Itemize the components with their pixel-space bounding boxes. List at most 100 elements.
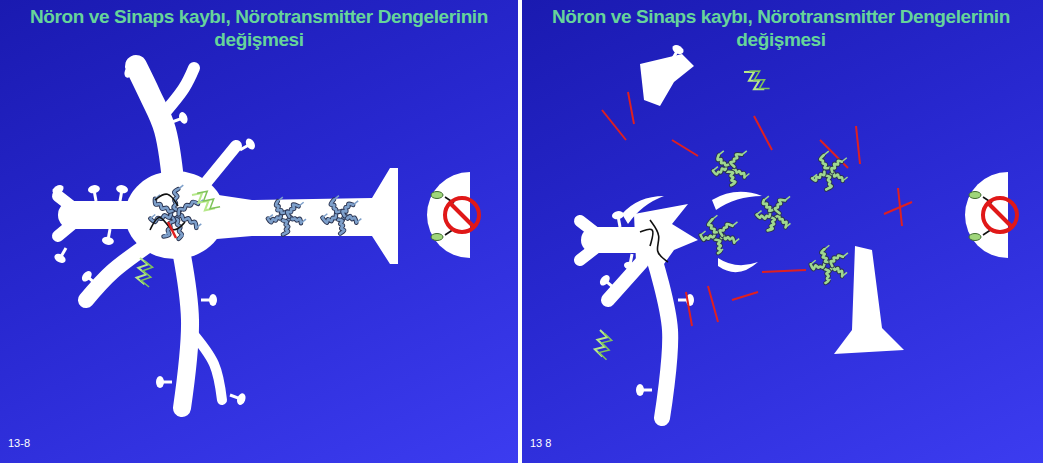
dendritic-spine — [123, 65, 135, 79]
dendrite — [580, 221, 598, 235]
tangle-strand — [283, 220, 289, 234]
dendrite — [580, 246, 598, 260]
tangle-strand — [301, 219, 306, 223]
slide-title: Nöron ve Sinaps kaybı, Nörotransmitter D… — [2, 5, 516, 51]
dendrite — [58, 221, 76, 236]
tangle-strand — [701, 234, 715, 240]
dendritic-spine — [235, 392, 247, 406]
damage-line — [762, 270, 806, 272]
tangle-strand — [824, 151, 829, 155]
tangle-strand — [727, 172, 735, 185]
tangle-strand — [811, 263, 825, 269]
dendrite — [160, 68, 194, 118]
amyloid-fibril — [749, 67, 769, 93]
damage-line — [602, 110, 626, 140]
tangle-strand — [831, 255, 843, 266]
tangle-strand — [283, 220, 289, 234]
slide-panel: Nöron ve Sinaps kaybı, Nörotransmitter D… — [522, 0, 1043, 463]
tangle-strand — [713, 167, 718, 171]
fibril — [168, 222, 176, 238]
dendritic-spine — [240, 146, 248, 151]
dendrite — [58, 196, 76, 210]
tangle-strand — [720, 224, 733, 236]
amyloid-fibril — [135, 258, 153, 287]
damage-line — [898, 188, 902, 226]
axon-fragment — [834, 246, 904, 354]
dendritic-spine — [672, 52, 677, 60]
dendritic-spine — [671, 43, 685, 56]
slide-title: Nöron ve Sinaps kaybı, Nörotransmitter D… — [524, 5, 1038, 51]
tangle-strand — [820, 155, 829, 168]
tangle-strand — [719, 151, 724, 155]
tangle-strand — [785, 223, 790, 227]
amyloid-fibril — [744, 65, 770, 95]
tangle-strand — [179, 202, 198, 215]
tangle-strand — [708, 219, 719, 232]
neurofibrillary-tangle — [268, 197, 306, 234]
tangle-strand — [812, 172, 824, 181]
tangle-strand — [322, 214, 327, 218]
tangle-strand — [775, 200, 785, 214]
fibril — [650, 220, 668, 262]
tangle-strand — [811, 263, 825, 269]
tangle-strand — [299, 202, 304, 206]
tangle-strand — [331, 200, 342, 213]
tangle-strand — [843, 177, 848, 181]
tangle-strand — [843, 253, 848, 257]
damage-line — [628, 92, 634, 124]
amyloid-fibril — [197, 188, 220, 213]
dendritic-spine — [53, 252, 67, 265]
dendritic-spine — [132, 73, 140, 76]
healthy-neuron — [51, 65, 479, 408]
prohibition-sign — [983, 198, 1017, 232]
dendritic-spine — [87, 184, 100, 194]
dendritic-spine — [115, 184, 128, 194]
tangle-strand — [757, 211, 762, 215]
tangle-strand — [775, 200, 785, 214]
tangle-strand — [164, 232, 169, 236]
tangle-strand — [742, 151, 747, 155]
tangle-strand — [718, 249, 723, 253]
tangle-strand — [155, 199, 174, 212]
tangle-strand — [811, 260, 816, 264]
receptor — [969, 192, 981, 199]
membrane-fragment — [622, 196, 664, 224]
damage-line — [754, 116, 772, 150]
neurofibrillary-tangle — [812, 151, 848, 189]
tangle-strand — [775, 216, 786, 228]
tangle-strand — [356, 219, 361, 223]
tangle-strand — [712, 215, 717, 219]
tangle-strand — [812, 174, 817, 178]
dendritic-spine — [201, 299, 210, 302]
tangle-strand — [826, 186, 831, 190]
neuron-illustration — [0, 0, 518, 463]
neurofibrillary-tangle — [811, 245, 848, 283]
amyloid-fibril — [598, 333, 613, 359]
tangle-strand — [727, 172, 735, 185]
tangle-strand — [150, 215, 155, 219]
tangle-strand — [287, 204, 299, 216]
dendritic-spine — [163, 381, 172, 384]
tangle-strand — [708, 219, 719, 232]
tangle-strand — [717, 155, 729, 166]
dendrite — [608, 262, 642, 300]
tangle-strand — [734, 239, 739, 243]
neuron-illustration — [522, 0, 1043, 463]
axon — [205, 168, 398, 264]
dendritic-spine — [62, 248, 67, 256]
tangle-strand — [322, 214, 336, 223]
dendritic-spine — [230, 395, 238, 398]
neurofibrillary-tangle — [322, 196, 361, 234]
neurofibrillary-tangle — [150, 185, 203, 239]
tangle-strand — [178, 185, 183, 189]
dendritic-spine — [80, 269, 94, 283]
dendritic-spine — [101, 236, 114, 246]
tangle-strand — [768, 226, 773, 230]
damage-line — [708, 286, 718, 322]
tangle-strand — [278, 197, 283, 201]
prohibition-sign — [445, 198, 479, 232]
tangle-strand — [831, 255, 843, 266]
tangle-strand — [331, 200, 342, 213]
tangle-strand — [342, 204, 353, 216]
tangle-strand — [713, 166, 726, 175]
